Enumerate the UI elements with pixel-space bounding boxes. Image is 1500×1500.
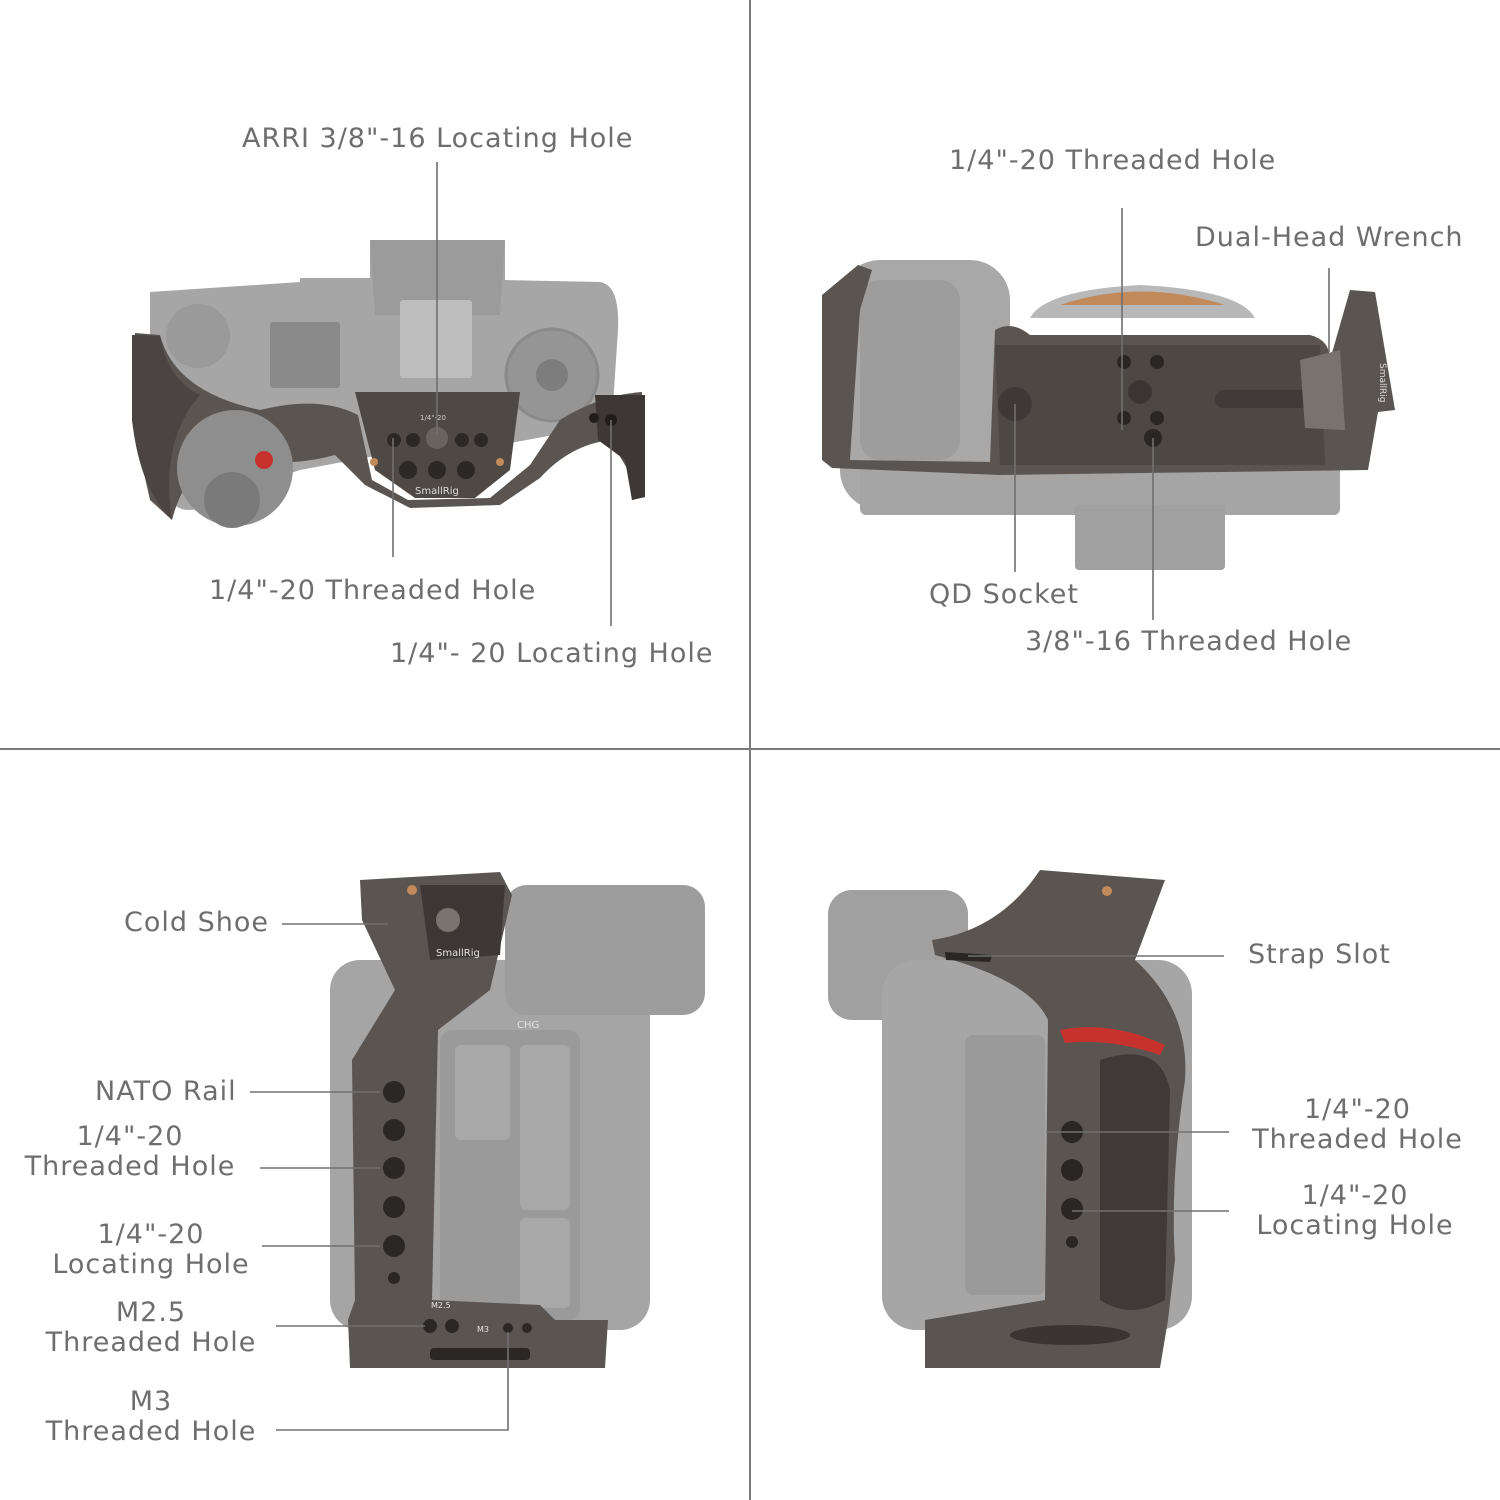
strap-slot-opening (945, 952, 992, 962)
base-slot (430, 1348, 530, 1360)
port-panel-1 (455, 1045, 510, 1140)
bottom-left-leader-lines (250, 923, 509, 1431)
label-line: 1/4"-20 (1301, 1180, 1409, 1211)
cold-shoe-screw (436, 908, 460, 932)
label-line: Locating Hole (52, 1249, 250, 1280)
label-top-quarter-threaded-hole: 1/4"-20 Threaded Hole (209, 575, 537, 606)
cage-left-wing (132, 335, 200, 520)
label-dual-head-wrench: Dual-Head Wrench (1195, 222, 1464, 253)
side-locating-hole-2 (589, 413, 599, 423)
label-line: M2.5 (115, 1297, 187, 1328)
label-grip-quarter-locating-hole: 1/4"-20 Locating Hole (1240, 1181, 1470, 1241)
label-m3-threaded-hole: M3 Threaded Hole (38, 1387, 264, 1447)
grip-red-accent (1060, 1027, 1165, 1055)
sub-dial (166, 304, 230, 368)
label-strap-slot: Strap Slot (1248, 939, 1391, 970)
label-nato-rail: NATO Rail (95, 1076, 237, 1107)
record-button (255, 451, 273, 469)
battery-door (860, 280, 960, 460)
hot-shoe (400, 300, 472, 378)
label-line: Threaded Hole (1252, 1124, 1463, 1155)
label-top-quarter-locating-hole: 1/4"- 20 Locating Hole (390, 638, 714, 669)
top-left-brand-engraving: SmallRig (415, 486, 459, 497)
label-line: Threaded Hole (45, 1327, 257, 1358)
chg-engraving: CHG (517, 1020, 539, 1031)
label-three-eighths-threaded-hole: 3/8"-16 Threaded Hole (1025, 626, 1353, 657)
grip-base-slot (1010, 1325, 1130, 1345)
label-line: 1/4"-20 (97, 1219, 205, 1250)
bottom-right-camera-illustration (828, 870, 1192, 1368)
port-panel-3 (520, 1218, 570, 1308)
bottom-left-camera-illustration (330, 872, 705, 1368)
top-copper-pin (1102, 886, 1112, 896)
label-line: M3 (129, 1386, 173, 1417)
label-line: 1/4"-20 (76, 1121, 184, 1152)
dual-head-wrench (1300, 350, 1345, 430)
label-side-quarter-locating-hole: 1/4"-20 Locating Hole (40, 1220, 262, 1280)
viewfinder-side (505, 885, 705, 1015)
top-right-leader-lines (1014, 208, 1330, 620)
label-grip-quarter-threaded-hole: 1/4"-20 Threaded Hole (1240, 1095, 1475, 1155)
label-arri-locating-hole: ARRI 3/8"-16 Locating Hole (242, 123, 634, 154)
eyecup-bottom (1075, 505, 1225, 570)
top-right-brand-engraving: SmallRig (1377, 363, 1387, 402)
mode-dial-center (536, 359, 568, 391)
lens-copper-ring (1060, 291, 1225, 305)
top-left-leader-lines (392, 162, 612, 626)
cage-side-bracket (348, 872, 608, 1368)
card-slot-door (965, 1035, 1045, 1295)
m25-engraving: M2.5 (431, 1301, 451, 1310)
label-line: Threaded Hole (45, 1416, 257, 1447)
top-right-camera-illustration (822, 260, 1395, 570)
top-left-camera-illustration (132, 240, 645, 528)
grip-rubber (1100, 1054, 1170, 1310)
wrench-slot (1215, 390, 1315, 408)
label-line: 1/4"-20 (1304, 1094, 1411, 1125)
nato-rail-holes (383, 1081, 532, 1333)
top-left-thread-engraving: 1/4"-20 (420, 414, 446, 422)
bottom-left-brand-engraving: SmallRig (436, 948, 480, 959)
m3-engraving: M3 (477, 1325, 489, 1334)
threaded-hole-grid (370, 427, 504, 479)
top-lcd-screen (270, 322, 340, 388)
bottom-right-leader-lines (968, 955, 1229, 1212)
label-side-quarter-threaded-hole: 1/4"-20 Threaded Hole (20, 1122, 240, 1182)
label-m25-threaded-hole: M2.5 Threaded Hole (38, 1298, 264, 1358)
cold-shoe-pin (407, 885, 417, 895)
cage-base-inner (995, 345, 1325, 465)
cold-shoe-block (420, 885, 505, 960)
label-line: Threaded Hole (24, 1151, 236, 1182)
label-line: Locating Hole (1256, 1210, 1454, 1241)
label-cold-shoe: Cold Shoe (124, 907, 269, 938)
label-bottom-quarter-threaded-hole: 1/4"-20 Threaded Hole (949, 145, 1277, 176)
cage-right-block (595, 395, 645, 500)
shutter-ring (204, 472, 260, 528)
port-panel-2 (520, 1045, 570, 1210)
label-qd-socket: QD Socket (929, 579, 1079, 610)
